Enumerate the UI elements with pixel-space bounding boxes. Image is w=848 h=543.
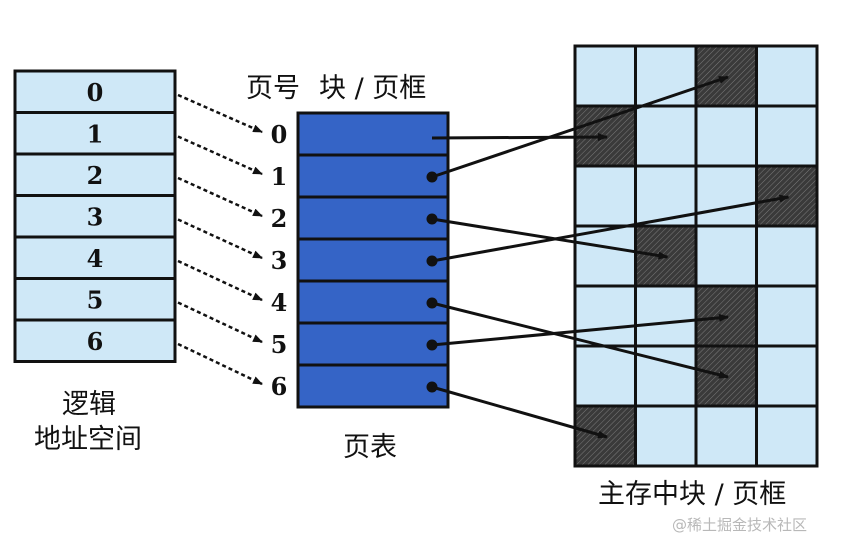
memory-frame — [634, 404, 698, 468]
memory-frame — [573, 344, 637, 408]
main-memory-grid — [573, 44, 819, 468]
page-table-index: 0 — [271, 120, 288, 149]
memory-frame — [573, 164, 637, 228]
page-table-entry — [296, 111, 450, 157]
logical-page-number: 4 — [87, 244, 104, 273]
page-table-entry — [296, 321, 450, 367]
frame-mapping-arrow — [431, 313, 729, 347]
logical-page-number: 5 — [87, 285, 104, 314]
logical-page-number: 2 — [87, 161, 104, 190]
frame-header: 块 / 页框 — [319, 73, 426, 104]
main-memory-label: 主存中块 / 页框 — [598, 479, 786, 510]
memory-frame — [694, 104, 758, 168]
logical-page-number: 0 — [87, 78, 104, 107]
page-table-index: 5 — [271, 330, 288, 359]
logical-label-line2: 地址空间 — [34, 424, 142, 455]
dashed-mapping-arrow — [177, 218, 263, 260]
logical-page-number: 6 — [87, 327, 104, 356]
table-to-frame-arrows — [426, 75, 790, 439]
frame-mapping-arrow — [431, 301, 729, 379]
page-table-entry — [296, 237, 450, 283]
page-table-index: 3 — [271, 246, 288, 275]
frame-mapping-arrow — [431, 194, 790, 263]
memory-frame — [634, 44, 698, 108]
memory-frame — [573, 44, 637, 108]
memory-frame — [634, 284, 698, 348]
dashed-mapping-arrow — [177, 301, 263, 344]
logical-page-cell — [13, 277, 177, 322]
watermark: @稀土掘金技术社区 — [672, 516, 807, 534]
frame-mapping-arrow — [431, 385, 608, 439]
logical-address-space: 0 1 2 3 4 5 6 — [13, 69, 177, 363]
page-table-index: 1 — [271, 162, 288, 191]
memory-frame — [634, 104, 698, 168]
dashed-mapping-arrow — [177, 93, 263, 134]
logical-label-line1: 逻辑 — [62, 389, 116, 420]
dashed-mapping-arrow — [177, 176, 263, 218]
memory-frame — [755, 44, 819, 108]
page-table-entry — [296, 153, 450, 199]
memory-frame — [755, 344, 819, 408]
frame-mapping-arrow — [431, 75, 729, 179]
page-table-entry — [296, 279, 450, 325]
frame-mapping-arrow — [431, 133, 608, 142]
memory-frame — [755, 104, 819, 168]
dashed-mapping-arrow — [177, 342, 263, 386]
page-table-index: 4 — [271, 288, 288, 317]
memory-frame — [634, 164, 698, 228]
page-number-header: 页号 — [246, 73, 300, 104]
dashed-mapping-arrow — [177, 259, 263, 302]
memory-frame-occupied — [694, 44, 758, 108]
page-table-index: 2 — [271, 204, 288, 233]
page-table-entry — [296, 363, 450, 409]
memory-frame — [694, 224, 758, 288]
logical-page-cell — [13, 318, 177, 363]
page-table-index: 6 — [271, 372, 288, 401]
page-table: 0 1 2 3 4 5 6 — [271, 111, 450, 409]
memory-frame — [573, 284, 637, 348]
memory-frame — [755, 224, 819, 288]
memory-frame — [755, 404, 819, 468]
page-to-table-arrows — [177, 93, 263, 386]
dashed-mapping-arrow — [177, 135, 263, 176]
logical-page-number: 3 — [87, 202, 104, 231]
page-table-entry — [296, 195, 450, 241]
logical-page-number: 1 — [87, 119, 104, 148]
logical-page-cell — [13, 194, 177, 239]
page-table-label: 页表 — [343, 432, 397, 463]
memory-frame — [755, 284, 819, 348]
memory-frame — [694, 164, 758, 228]
memory-frame — [694, 404, 758, 468]
frame-mapping-arrow — [431, 217, 669, 260]
